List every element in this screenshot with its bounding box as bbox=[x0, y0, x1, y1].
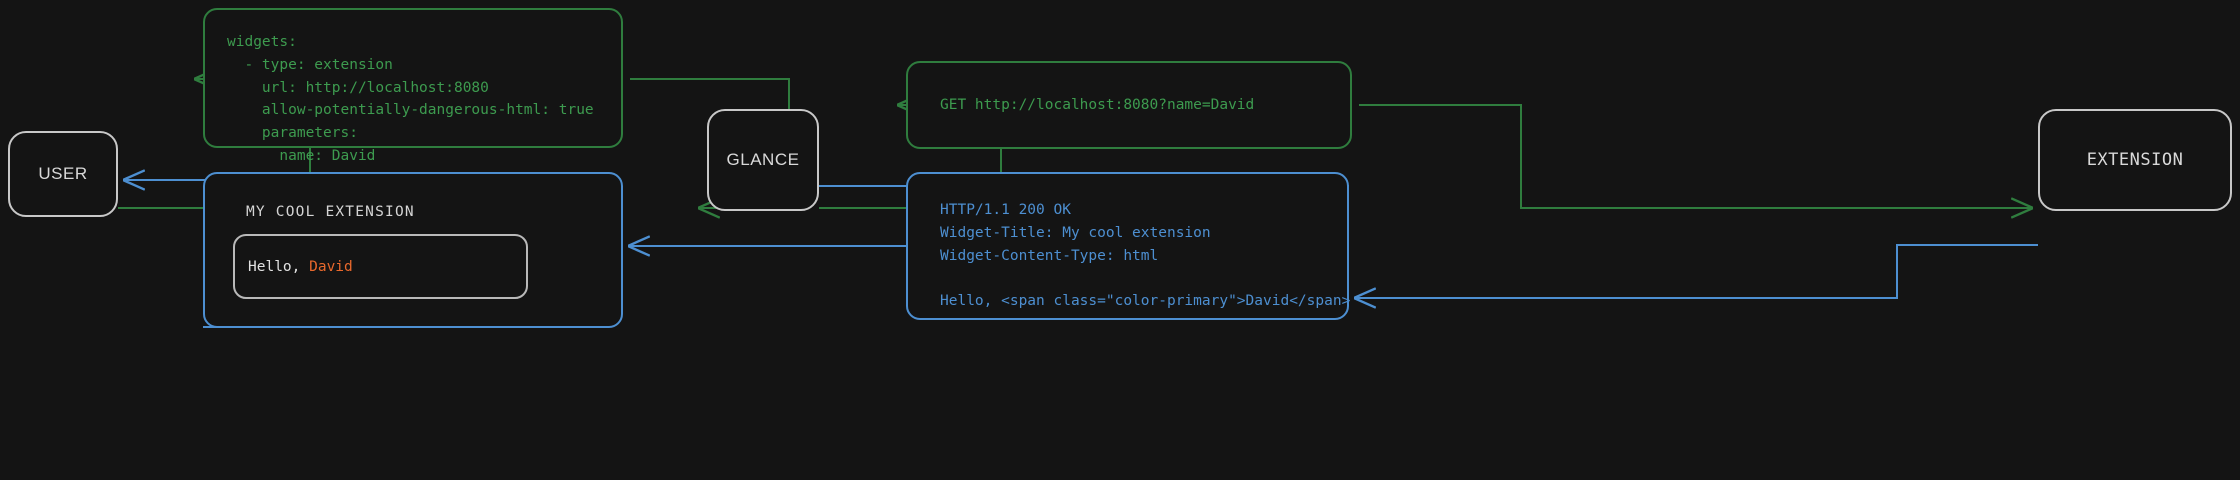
widget-content-card: Hello, David bbox=[233, 234, 528, 299]
widget-greeting-prefix: Hello, bbox=[248, 258, 310, 275]
node-glance[interactable]: GLANCE bbox=[707, 109, 819, 211]
node-extension-label: EXTENSION bbox=[2086, 150, 2184, 170]
widget-card-text: Hello, David bbox=[248, 259, 353, 275]
node-user[interactable]: USER bbox=[8, 131, 118, 217]
panel-config-yaml: widgets: - type: extension url: http://l… bbox=[203, 8, 623, 164]
config-yaml-text: widgets: - type: extension url: http://l… bbox=[227, 34, 594, 164]
widget-title: MY COOL EXTENSION bbox=[246, 204, 415, 220]
widget-greeting-name: David bbox=[309, 258, 353, 275]
panel-http-response: HTTP/1.1 200 OK Widget-Title: My cool ex… bbox=[906, 172, 1351, 320]
edge-request-to-extension bbox=[1359, 104, 2031, 208]
node-glance-label: GLANCE bbox=[726, 150, 800, 169]
http-response-text: HTTP/1.1 200 OK Widget-Title: My cool ex… bbox=[940, 202, 1351, 310]
panel-http-request: GET http://localhost:8080?name=David bbox=[906, 61, 1352, 149]
http-request-text: GET http://localhost:8080?name=David bbox=[940, 96, 1255, 113]
edge-extension-to-response bbox=[1356, 244, 2038, 298]
panel-widget-preview: MY COOL EXTENSION Hello, David bbox=[203, 172, 623, 328]
node-extension[interactable]: EXTENSION bbox=[2038, 109, 2232, 211]
node-user-label: USER bbox=[38, 164, 88, 183]
